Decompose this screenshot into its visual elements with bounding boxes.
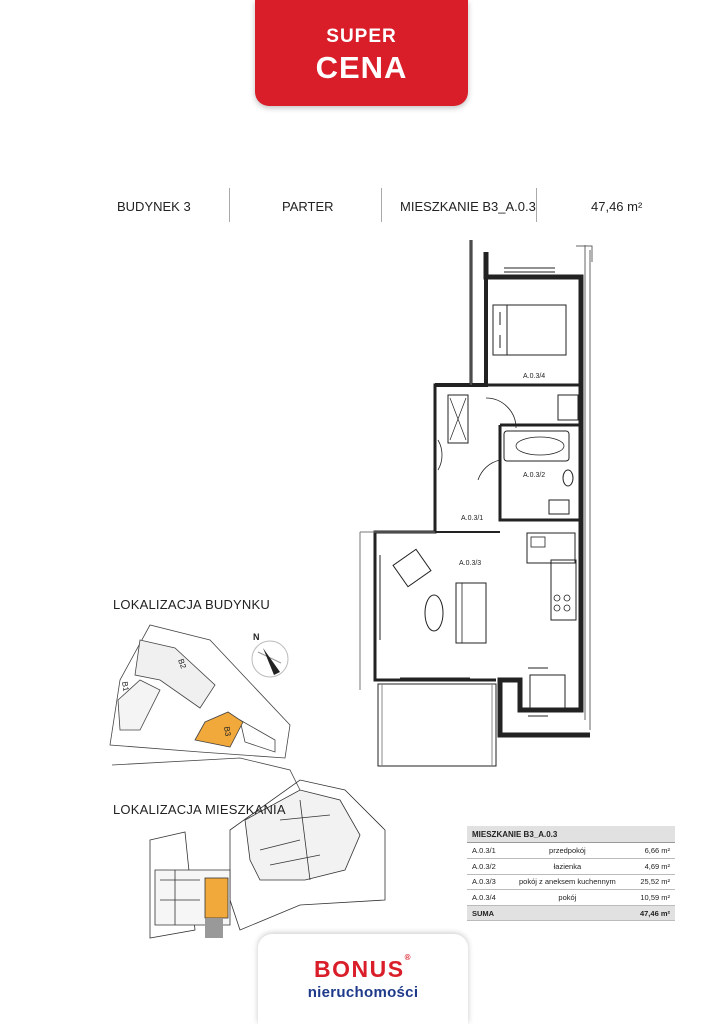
table-row: A.0.3/2 łazienka 4,69 m² <box>467 858 675 875</box>
apartment-location-title: LOKALIZACJA MIESZKANIA <box>113 802 286 817</box>
header-divider <box>536 188 537 222</box>
logo-brand: BONUS® <box>314 953 412 982</box>
total-area: 47,46 m² <box>628 905 675 922</box>
table-title: MIESZKANIE B3_A.0.3 <box>467 826 675 843</box>
room-code: A.0.3/3 <box>467 874 506 891</box>
logo-subtitle: nieruchomości <box>307 984 419 1001</box>
door-swing <box>437 439 443 471</box>
table-row: A.0.3/4 pokój 10,59 m² <box>467 889 675 907</box>
room-area: 25,52 m² <box>628 874 675 891</box>
building-b3-label: B3 <box>222 726 233 738</box>
building-b1-label: B1 <box>120 681 131 693</box>
badge-line-1: SUPER <box>326 26 397 47</box>
highlighted-building <box>194 711 244 748</box>
building-location-title: LOKALIZACJA BUDYNKU <box>113 597 270 612</box>
highlighted-apartment <box>204 877 229 919</box>
site-map <box>109 624 301 791</box>
door-swing <box>477 459 501 481</box>
room-code: A.0.3/4 <box>467 889 506 907</box>
room-label: A.0.3/2 <box>523 472 545 479</box>
area-summary-table: MIESZKANIE B3_A.0.3 A.0.3/1 przedpokój 6… <box>467 826 675 922</box>
bathtub <box>503 430 570 462</box>
north-label: N <box>253 632 260 642</box>
apartment-label: MIESZKANIE B3_A.0.3 <box>400 199 536 214</box>
room-code: A.0.3/1 <box>467 842 506 859</box>
bathroom-wall <box>498 423 581 522</box>
outer-wall <box>483 252 590 738</box>
table-total-row: SUMA 47,46 m² <box>467 905 675 922</box>
room-name: pokój <box>505 889 629 907</box>
room-name: przedpokój <box>505 842 629 859</box>
header-divider <box>381 188 382 222</box>
room-code: A.0.3/2 <box>467 858 506 875</box>
armchair <box>392 548 432 588</box>
room-label: A.0.3/1 <box>461 515 483 522</box>
bed <box>492 304 567 356</box>
floor-label: PARTER <box>282 199 334 214</box>
washbasin <box>548 499 570 515</box>
balcony <box>377 683 497 767</box>
room-label: A.0.3/3 <box>459 560 481 567</box>
table-row: A.0.3/1 przedpokój 6,66 m² <box>467 842 675 859</box>
room-area: 10,59 m² <box>628 889 675 907</box>
coffee-table <box>424 594 444 632</box>
dining-table <box>529 674 566 711</box>
table-header-row: MIESZKANIE B3_A.0.3 <box>467 826 675 843</box>
door-swing <box>485 397 517 429</box>
apartment-area: 47,46 m² <box>591 199 643 214</box>
bonus-logo: BONUS® nieruchomości <box>258 934 468 1024</box>
wardrobe <box>557 394 579 421</box>
badge-line-2: CENA <box>315 50 408 85</box>
north-arrow-icon <box>251 640 289 678</box>
room-area: 6,66 m² <box>628 842 675 859</box>
kitchen-counter <box>550 559 577 621</box>
toilet <box>562 469 574 487</box>
outer-wall <box>373 240 496 682</box>
room-label: A.0.3/4 <box>523 373 545 380</box>
room-name: pokój z aneksem kuchennym <box>505 874 629 891</box>
sofa <box>455 582 487 644</box>
terrace-hatch <box>205 918 223 938</box>
building-b2-label: B2 <box>176 658 188 671</box>
room-name: łazienka <box>505 858 629 875</box>
header-divider <box>229 188 230 222</box>
table-row: A.0.3/3 pokój z aneksem kuchennym 25,52 … <box>467 874 675 891</box>
inner-wall <box>435 277 488 387</box>
room-area: 4,69 m² <box>628 858 675 875</box>
total-label: SUMA <box>467 905 506 922</box>
wardrobe <box>447 394 469 444</box>
kitchen-counter <box>526 532 576 564</box>
super-cena-badge: SUPER CENA <box>255 0 468 106</box>
building-label: BUDYNEK 3 <box>117 199 191 214</box>
